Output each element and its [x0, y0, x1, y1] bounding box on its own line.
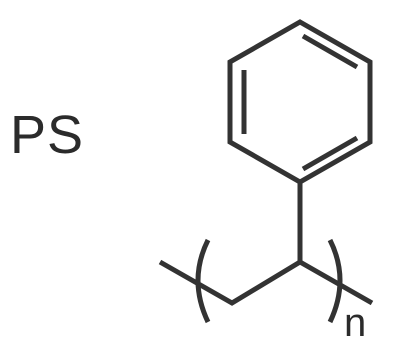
polymer-abbreviation-label: PS: [10, 105, 85, 165]
repeat-unit-right-parenthesis: [327, 238, 343, 324]
benzene-ring: [227, 19, 373, 185]
repeat-unit-subscript: n: [344, 301, 366, 338]
repeat-unit-left-parenthesis: [195, 238, 211, 324]
ring-double-bond-bottom-right: [301, 135, 359, 172]
ring-double-bond-top-right: [301, 33, 359, 70]
